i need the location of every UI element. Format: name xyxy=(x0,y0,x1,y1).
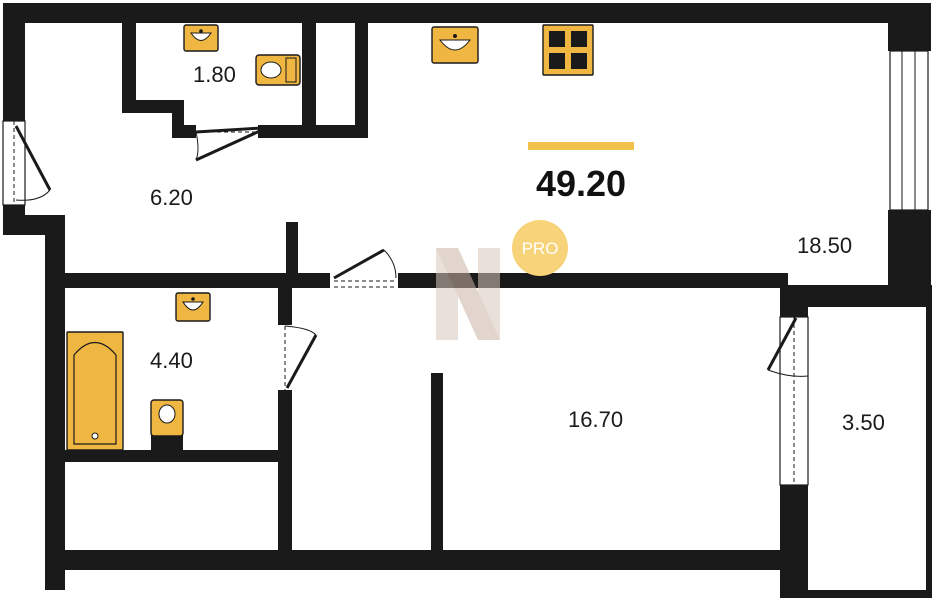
balcony-wall-top xyxy=(780,285,932,307)
room-area-wc: 1.80 xyxy=(193,62,236,87)
door-icon xyxy=(14,125,52,201)
door-icon xyxy=(195,126,263,162)
window-right-kitchen xyxy=(889,50,929,211)
total-area-accent-bar xyxy=(528,142,634,150)
sink-icon xyxy=(175,292,211,322)
sink-icon xyxy=(431,26,479,64)
outer-wall-left-lower xyxy=(45,215,65,590)
door-icon xyxy=(333,248,397,288)
svg-text:PRO: PRO xyxy=(522,239,559,258)
sink-icon xyxy=(183,24,219,52)
wc-wall-right xyxy=(302,18,316,126)
partition-stub xyxy=(286,222,298,286)
window-left-hall xyxy=(2,120,26,206)
total-area-label: 49.20 xyxy=(536,163,626,204)
shaft-wall-right xyxy=(355,18,368,138)
pro-badge: PRO xyxy=(512,220,568,276)
wc-shaft-wall-left xyxy=(122,18,136,113)
outer-wall-top xyxy=(3,3,931,23)
wc-shaft-wall-bottom xyxy=(122,100,177,113)
room-area-bathroom: 4.40 xyxy=(150,348,193,373)
bedroom-wall-right-upper xyxy=(780,285,808,317)
balcony-wall-bottom xyxy=(808,590,932,598)
room-area-bedroom: 16.70 xyxy=(568,407,623,432)
bathroom-wall-right-lower xyxy=(278,390,292,570)
door-icon xyxy=(766,317,809,377)
room-area-kitchen-living: 18.50 xyxy=(797,233,852,258)
bathroom-wall-bottom xyxy=(45,450,292,462)
toilet-icon xyxy=(255,54,301,86)
wc-wall-bottom xyxy=(258,125,368,138)
outer-wall-corner-top-right xyxy=(888,3,931,51)
bathroom-wall-right-upper xyxy=(278,285,292,325)
outer-wall-right-upper xyxy=(888,210,931,288)
stove-icon xyxy=(542,24,594,76)
wc-door-jamb xyxy=(172,125,196,138)
room-area-hall: 6.20 xyxy=(150,185,193,210)
toilet-icon xyxy=(150,399,184,451)
door-icon xyxy=(284,325,318,390)
bathtub-icon xyxy=(66,331,124,451)
outer-wall-bottom xyxy=(45,550,808,570)
bedroom-wall-right-lower xyxy=(780,485,808,598)
partition-wall-left xyxy=(45,273,330,288)
watermark-logo xyxy=(436,248,500,340)
outer-wall-left-upper xyxy=(3,3,25,121)
balcony-wall-right xyxy=(926,288,932,598)
balcony-door-opening xyxy=(779,316,809,486)
bedroom-divider-wall xyxy=(431,373,443,558)
room-area-balcony: 3.50 xyxy=(842,410,885,435)
